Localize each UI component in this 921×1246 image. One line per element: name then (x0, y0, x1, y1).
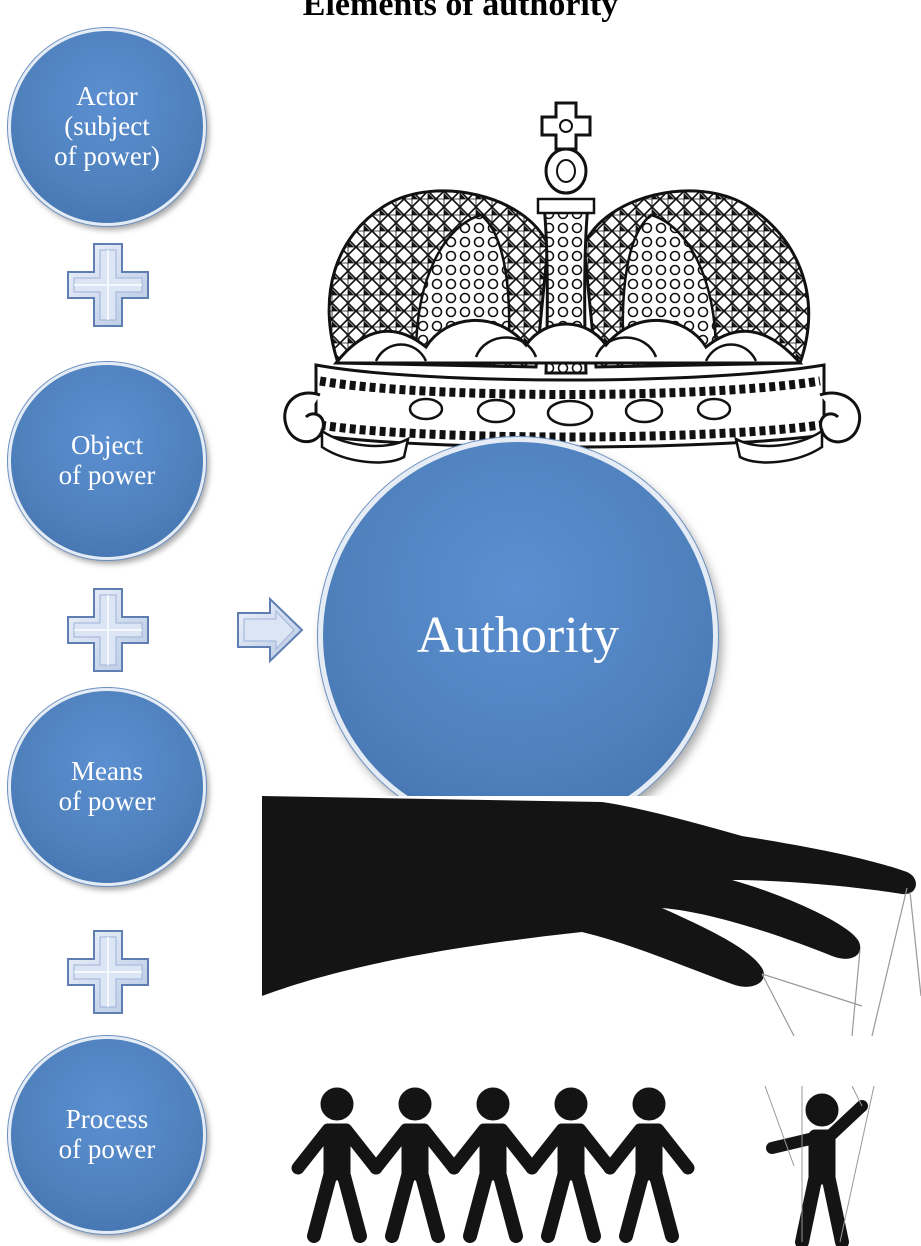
diagram-title: Elements of authority (302, 0, 619, 23)
means-node: Means of power (8, 688, 206, 886)
marionette-figure-illustration (766, 1093, 868, 1246)
object-node: Object of power (8, 362, 206, 560)
right-arrow-icon (237, 597, 304, 663)
paper-people-illustration (262, 1086, 921, 1246)
means-label: Means of power (58, 756, 156, 816)
authority-label: Authority (416, 607, 620, 664)
actor-label: Actor (subject of power) (54, 81, 160, 171)
authority-node: Authority (318, 437, 718, 835)
plus-icon (67, 930, 149, 1014)
process-label: Process of power (58, 1104, 156, 1164)
plus-icon (67, 243, 149, 327)
actor-node: Actor (subject of power) (8, 28, 206, 226)
puppeteer-hand-illustration (262, 796, 921, 1086)
process-node: Process of power (8, 1036, 206, 1234)
crown-illustration (283, 101, 862, 464)
object-label: Object of power (58, 430, 156, 490)
plus-icon (67, 588, 149, 672)
